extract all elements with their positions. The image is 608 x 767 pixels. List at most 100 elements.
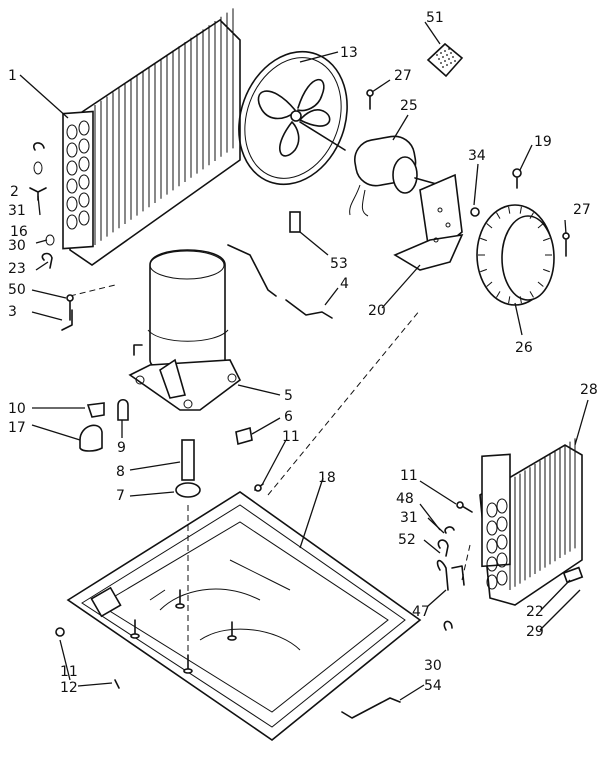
tube-end (66, 124, 78, 140)
blower-vane (496, 212, 501, 219)
tube-end (496, 534, 508, 550)
part-4-rods (227, 244, 333, 319)
callout-53: 53 (330, 256, 348, 272)
callout-9: 9 (117, 440, 126, 456)
tube-end (486, 538, 498, 554)
callout-labels: 1 2 31 16 30 23 50 3 13 51 27 25 34 19 2… (8, 10, 598, 696)
pan-bolt-head (175, 603, 185, 609)
blower-vane (480, 237, 487, 242)
callout-20: 20 (368, 303, 386, 319)
callout-17: 17 (8, 420, 26, 436)
tube-end (486, 520, 498, 536)
callout-2: 2 (10, 184, 19, 200)
callout-1: 1 (8, 68, 17, 84)
blower-vane (537, 281, 544, 287)
callout-4: 4 (340, 276, 349, 292)
pan-bolt-head (130, 633, 140, 639)
tube-end (496, 516, 508, 532)
tube-end (486, 556, 498, 572)
tube-end (78, 192, 90, 208)
grille-hole (440, 52, 442, 54)
callout-50: 50 (8, 282, 26, 298)
tube-end (486, 574, 498, 590)
callout-8: 8 (116, 464, 125, 480)
callout-6: 6 (284, 409, 293, 425)
callout-10: 10 (8, 401, 26, 417)
callout-30b: 30 (424, 658, 442, 674)
grille-hole (444, 50, 446, 52)
callout-25: 25 (400, 98, 418, 114)
callout-13: 13 (340, 45, 358, 61)
tube-end (496, 570, 508, 586)
grille-hole (438, 58, 440, 60)
right-fittings (436, 501, 473, 631)
evaporator-coil (479, 438, 584, 606)
motor-bracket (393, 173, 464, 271)
callout-11a: 11 (282, 429, 300, 445)
callout-16: 16 (10, 224, 28, 240)
tube-end (496, 498, 508, 514)
callout-28: 28 (580, 382, 598, 398)
tube-end (496, 552, 508, 568)
condenser-coil (62, 8, 241, 266)
blower-wheel (476, 204, 555, 306)
screws-top (366, 89, 570, 257)
callout-31: 31 (8, 203, 26, 219)
callout-54: 54 (424, 678, 442, 694)
blower-vane (529, 291, 534, 298)
blower-vane (508, 296, 511, 304)
callout-11c: 11 (400, 468, 418, 484)
callout-31b: 31 (400, 510, 418, 526)
callout-12: 12 (60, 680, 78, 696)
blower-vane (529, 212, 534, 219)
blower-vane (519, 296, 522, 304)
callout-29: 29 (526, 624, 544, 640)
tube-end (78, 174, 90, 190)
grille-hole (444, 60, 446, 62)
callout-48: 48 (396, 491, 414, 507)
grille-hole (440, 62, 442, 64)
part-54-rod (341, 697, 401, 719)
callout-51: 51 (426, 10, 444, 26)
tube-end (78, 156, 90, 172)
leader-lines (19, 21, 589, 701)
tube-end (66, 178, 78, 194)
grille-hole (436, 54, 438, 56)
part-53 (289, 211, 301, 233)
fan-blade (238, 50, 348, 186)
grille-hole (446, 64, 448, 66)
callout-7: 7 (116, 488, 125, 504)
grille-hole (450, 62, 452, 64)
blower-vane (543, 268, 550, 273)
blower-vane (537, 223, 544, 229)
base-pan (66, 491, 422, 741)
grille-hole (454, 60, 456, 62)
mount-parts (79, 398, 264, 498)
callout-52: 52 (398, 532, 416, 548)
callout-47: 47 (412, 604, 430, 620)
pan-bolt-head (183, 668, 193, 674)
callout-27b: 27 (573, 202, 591, 218)
blower-vane (519, 206, 522, 214)
blower-vane (508, 206, 511, 214)
callout-5: 5 (284, 388, 293, 404)
tube-end (66, 196, 78, 212)
callout-3: 3 (8, 304, 17, 320)
compressor (128, 249, 242, 411)
callout-30: 30 (8, 238, 26, 254)
blower-vane (486, 281, 493, 287)
pan-bolt-head (227, 635, 237, 641)
callout-22: 22 (526, 604, 544, 620)
callout-27a: 27 (394, 68, 412, 84)
tube-end (66, 142, 78, 158)
tube-end (486, 502, 498, 518)
tube-end (66, 160, 78, 176)
tube-end (78, 210, 90, 226)
part-51 (426, 42, 464, 78)
blower-vane (496, 291, 501, 298)
callout-34: 34 (468, 148, 486, 164)
tube-end (66, 214, 78, 230)
tube-end (78, 120, 90, 136)
